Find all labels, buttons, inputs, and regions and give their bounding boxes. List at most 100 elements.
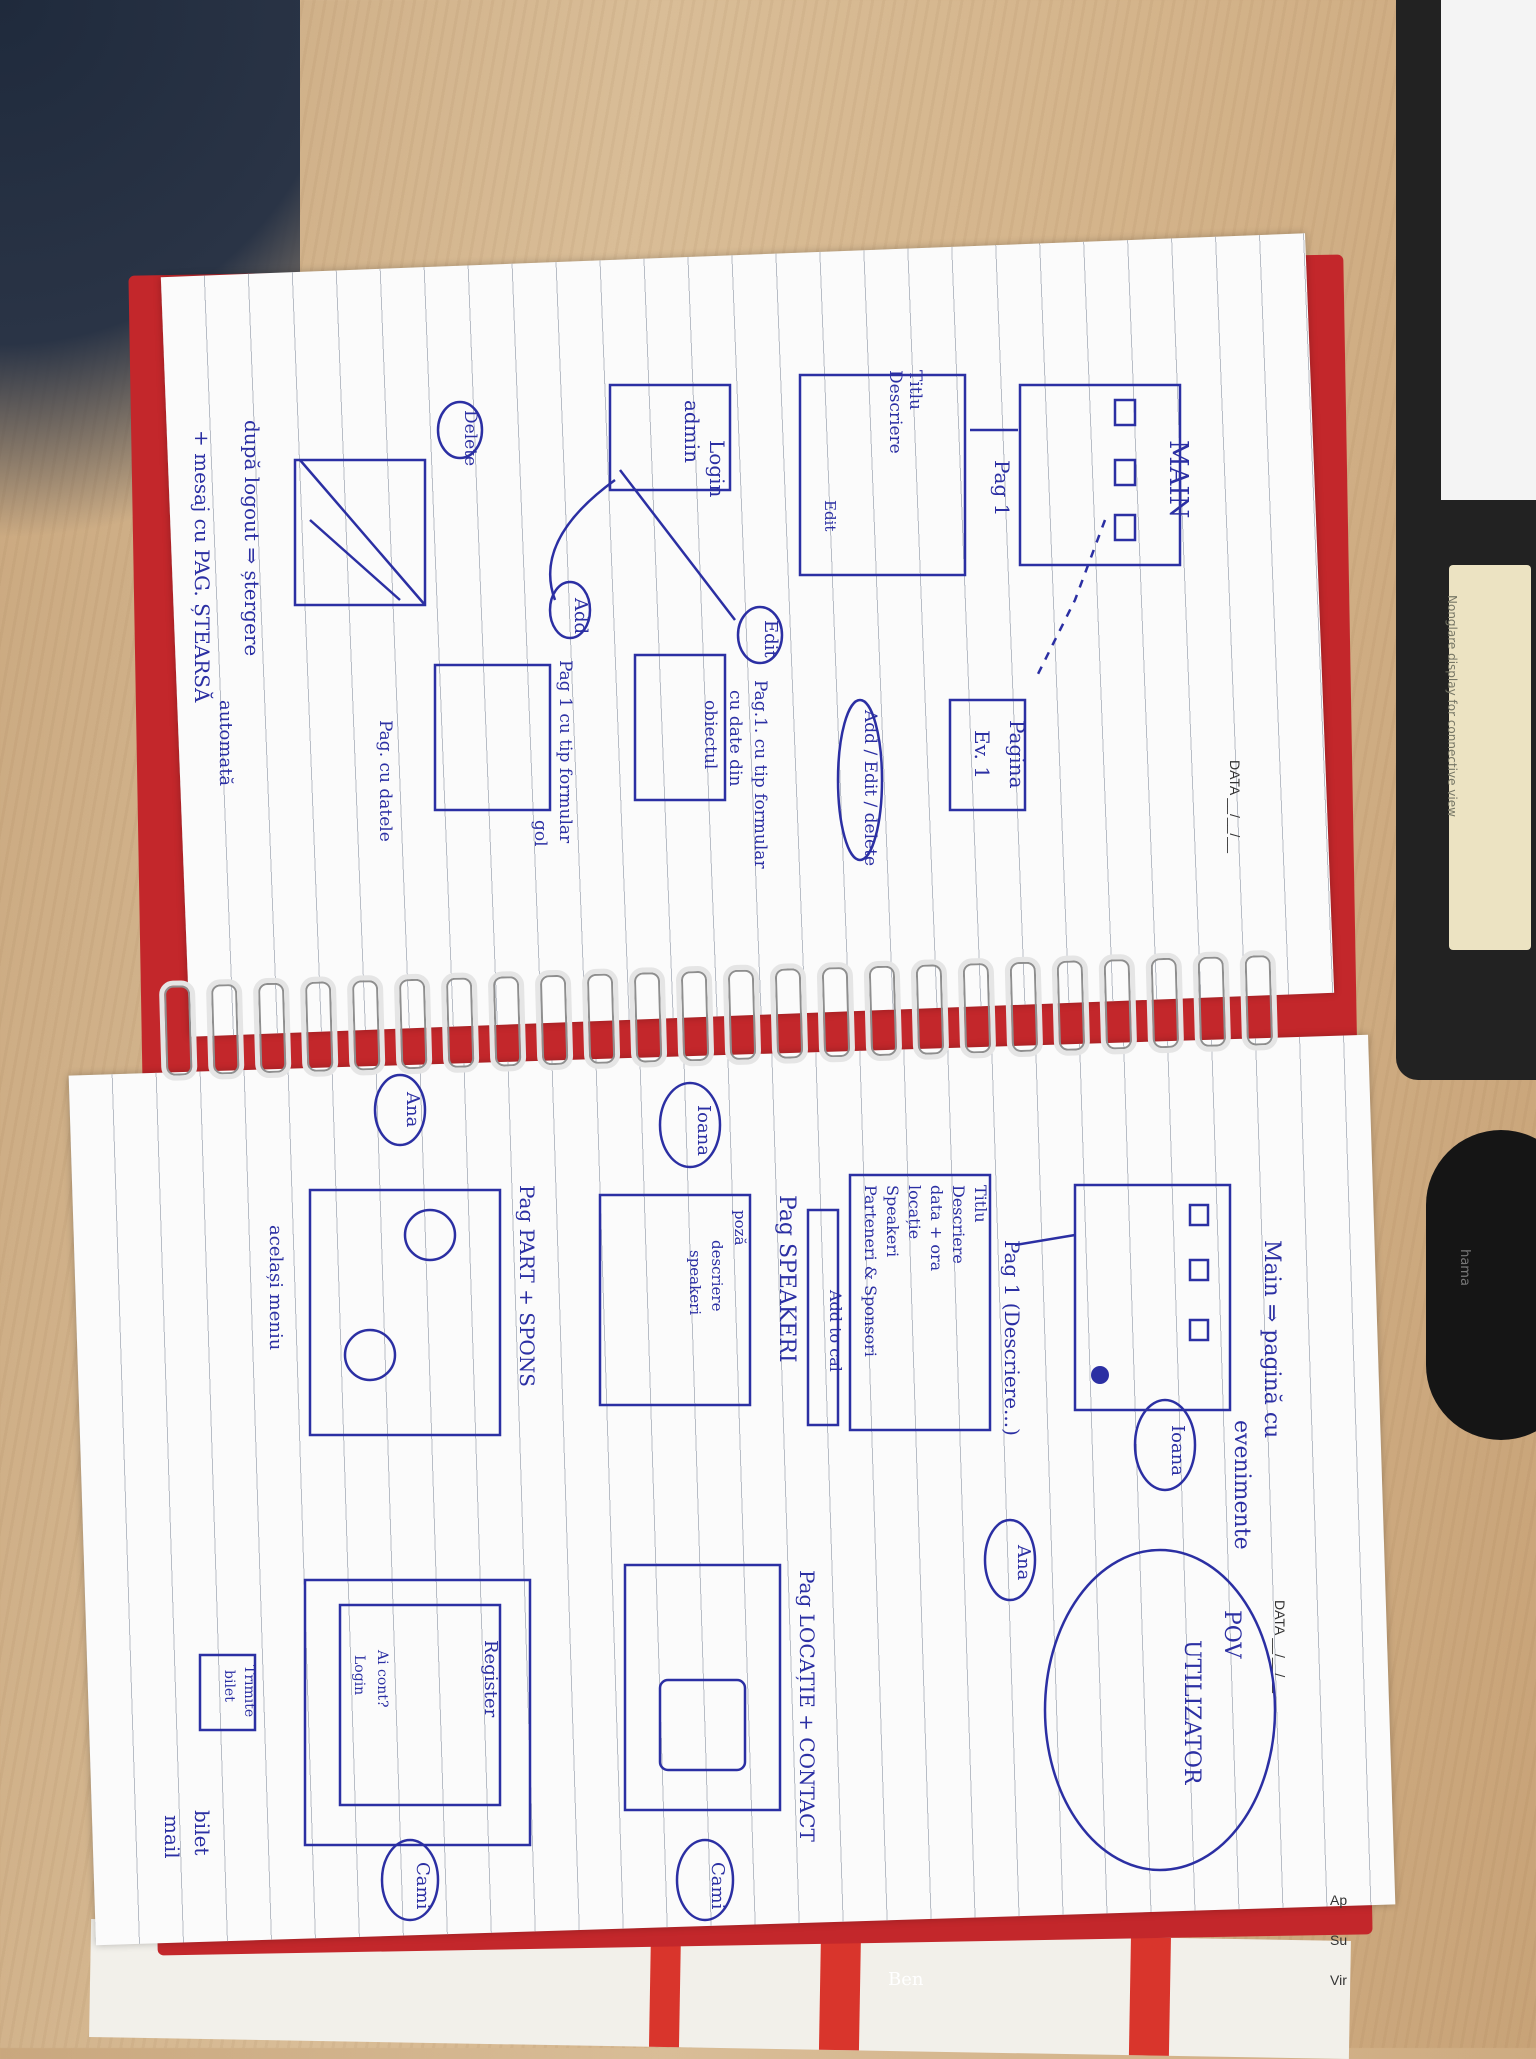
ana2-circle [373, 1073, 427, 1147]
bilet-mail-2: mail [160, 1815, 184, 1859]
admin-text: admin [680, 400, 704, 463]
main-events-wireframe [1073, 1183, 1232, 1412]
ana-circle [983, 1518, 1037, 1602]
speakeri: speakeri [686, 1250, 704, 1315]
bottom-date: DATA __/__/__ [1272, 1600, 1288, 1693]
cami-label: Cami [707, 1862, 728, 1910]
edit-caption-3: obiectul [700, 700, 720, 769]
main-thumb-1 [1113, 398, 1137, 427]
main-thumb-2 [1113, 458, 1137, 487]
flyer-vir: Vir [1330, 1972, 1347, 1988]
delete-label: Delete [460, 410, 480, 466]
pag1-desc: Pag 1 (Descriere...) [1000, 1240, 1024, 1436]
add-form-box [433, 663, 552, 812]
add-edit-delete-circle [836, 698, 884, 862]
ink-dot [1091, 1366, 1109, 1384]
descriere: descriere [708, 1240, 726, 1312]
pov-circle [1043, 1548, 1277, 1872]
login-text: Login [705, 440, 729, 498]
main-caption-2: evenimente [1229, 1420, 1254, 1550]
arrow-to-desc [1014, 1233, 1076, 1247]
add-edit-delete: Add / Edit / delete [860, 709, 880, 866]
edit-circle [736, 605, 784, 665]
detail-item: Titlu [971, 1185, 990, 1223]
detail-item: Parteneri & Sponsori [861, 1185, 880, 1357]
ioana2-circle [658, 1081, 722, 1169]
add-caption-2: gol [530, 820, 550, 847]
desc-wireframe [848, 1173, 992, 1432]
deleted-page-box [293, 458, 427, 607]
detail-item: Descriere [949, 1185, 968, 1264]
main-caption-1: Main ⇒ pagină cu [1259, 1240, 1284, 1438]
cami-circle [675, 1838, 735, 1922]
add-label: Add [570, 597, 591, 634]
login-link: Login [351, 1655, 367, 1695]
main-thumb-3 [1113, 513, 1137, 542]
logout-note: după logout ⇒ ștergere [240, 420, 264, 656]
register-wireframe [303, 1578, 532, 1847]
logo-circle-2 [343, 1328, 397, 1382]
trimite-text: Trimite [241, 1665, 257, 1717]
add-to-cal-box [806, 1208, 840, 1427]
event-thumb-2 [1188, 1258, 1210, 1282]
pag-speakeri: Pag SPEAKERI [774, 1195, 799, 1363]
delete-circle [436, 400, 484, 460]
edit-label: Edit [760, 620, 781, 658]
part-wireframe [308, 1188, 502, 1437]
top-page-sketch: DATA __/__/__ MAIN Pag 1 Titlu Descriere… [190, 370, 1243, 869]
detail-item: locație [905, 1185, 924, 1239]
arrow-login-add [548, 478, 616, 601]
login-box [608, 383, 732, 492]
register-form [338, 1603, 502, 1807]
flyer-ap: Ap [1330, 1892, 1347, 1908]
ai-cont: Ai cont? [374, 1649, 390, 1707]
flyer-su: Su [1330, 1932, 1347, 1948]
event-thumb-3 [1188, 1318, 1210, 1342]
message-note: + mesaj cu PAG. ȘTEARSĂ [190, 430, 214, 703]
ioana-circle [1133, 1398, 1197, 1492]
edit-caption-2: cu date din [725, 690, 745, 787]
automata-note: automată [215, 700, 236, 786]
add-circle [548, 580, 592, 640]
ioana-label: Ioana [1167, 1425, 1188, 1476]
titlu-text: Titlu [905, 370, 925, 410]
add-caption-1: Pag 1 cu tip formular [555, 660, 575, 844]
locatie-wireframe [623, 1563, 782, 1812]
detail-item: Speakeri [883, 1185, 902, 1257]
detail-item: data + ora [927, 1185, 946, 1272]
edit-small: Edit [821, 500, 839, 531]
device-paper [1441, 0, 1536, 500]
pag-locatie: Pag LOCAȚIE + CONTACT [795, 1570, 819, 1842]
main-label: MAIN [1163, 440, 1193, 518]
flyer-ben: Ben [888, 1969, 924, 1990]
fara-date-caption: Pag. cu datele [375, 720, 395, 842]
trimite-box [198, 1653, 257, 1732]
dashed-arrow [1033, 519, 1107, 681]
cami2-label: Cami [412, 1862, 433, 1910]
cami2-circle [380, 1838, 440, 1922]
add-to-cal: Add to cal [826, 1289, 845, 1372]
map-box [658, 1678, 747, 1772]
bilet-mail-1: bilet [190, 1810, 214, 1855]
utilizator-text: UTILIZATOR [1179, 1640, 1204, 1786]
bilet-text: bilet [221, 1670, 237, 1702]
pag1-label: Pag 1 [990, 460, 1014, 516]
speakeri-wireframe [598, 1193, 752, 1407]
pov-text: POV [1219, 1610, 1244, 1659]
edit-caption-1: Pag.1. cu tip formular [750, 680, 770, 869]
acelasi-meniu: același meniu [265, 1225, 286, 1350]
delete-crossout [299, 459, 426, 606]
ev1-text: Ev. 1 [970, 730, 994, 779]
pag-part: Pag PART + SPONS [515, 1185, 539, 1387]
event-thumb-1 [1188, 1203, 1210, 1227]
logo-circle-1 [403, 1208, 457, 1262]
pagina-text: Pagina [1005, 720, 1029, 789]
descriere-text: Descriere [885, 370, 905, 454]
arrow-login-edit [619, 469, 736, 621]
main-wireframe [1018, 383, 1182, 567]
edit-form-box [633, 653, 727, 802]
ioana2-label: Ioana [693, 1105, 714, 1156]
poza: poză [731, 1210, 749, 1246]
top-date: DATA __/__/__ [1227, 760, 1243, 853]
